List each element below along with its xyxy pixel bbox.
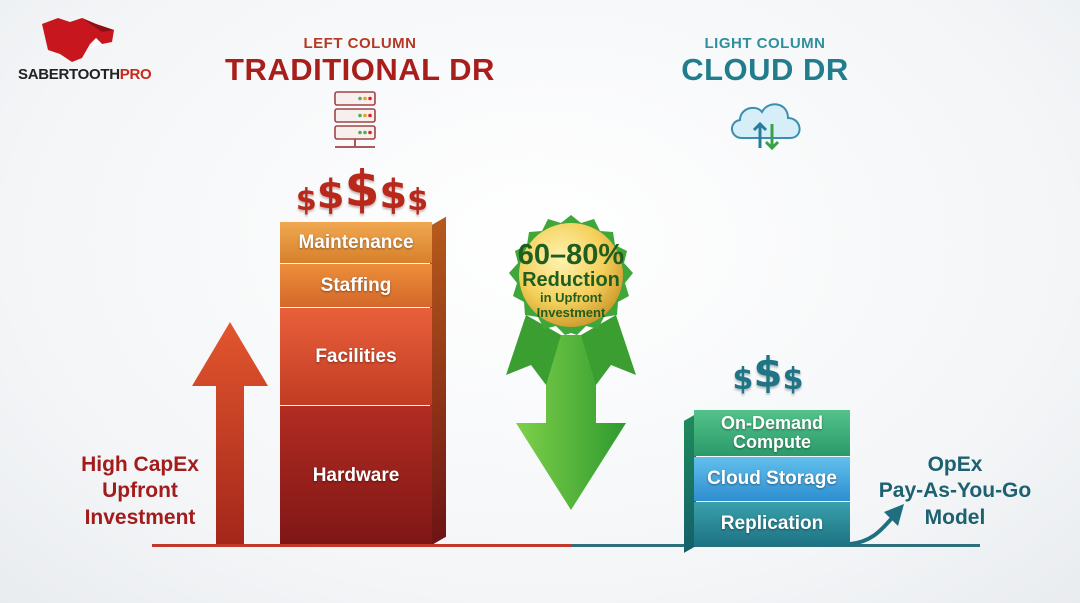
- right-subtitle: LIGHT COLUMN: [704, 35, 826, 52]
- badge-line: Investment: [536, 304, 606, 320]
- dollar-sign: $: [295, 183, 317, 218]
- down-arrow: [506, 215, 636, 510]
- caption-line: OpEx: [927, 453, 983, 476]
- trend-arrow: [849, 504, 904, 546]
- badge-line: in Upfront: [539, 290, 603, 306]
- dollar-sign: $: [316, 172, 345, 218]
- dollar-sign: $: [379, 172, 408, 218]
- left-cost-symbols: $ $ $ $ $: [282, 160, 442, 218]
- up-arrow: [192, 322, 268, 546]
- brand-name: SABERTOOTHPRO: [18, 66, 152, 83]
- stack-block-maintenance: Maintenance: [280, 222, 432, 263]
- badge-percent: 60–80%: [517, 239, 625, 271]
- savings-badge: 60–80% Reduction in Upfront Investment: [506, 240, 636, 320]
- left-title: TRADITIONAL DR: [225, 52, 495, 87]
- dollar-sign: $: [344, 160, 380, 218]
- right-caption: OpEx Pay-As-You-Go Model: [860, 452, 1050, 531]
- right-cost-symbols: $ $ $: [718, 348, 818, 397]
- stack-block-compute: On-Demand Compute: [694, 410, 850, 456]
- dollar-sign: $: [732, 362, 754, 397]
- left-subtitle: LEFT COLUMN: [303, 35, 417, 52]
- stack-block-hardware: Hardware: [280, 406, 432, 546]
- left-caption: High CapEx Upfront Investment: [60, 452, 220, 531]
- badge-line: Reduction: [522, 269, 620, 292]
- stack-block-storage: Cloud Storage: [694, 457, 850, 501]
- dollar-sign: $: [753, 348, 783, 397]
- caption-line: Model: [924, 505, 986, 529]
- server-rack-icon: [334, 91, 376, 148]
- caption-line: Pay-As-You-Go: [878, 479, 1032, 503]
- dollar-sign: $: [407, 183, 429, 218]
- stack-block-replication: Replication: [694, 502, 850, 546]
- left-stack-side: [430, 216, 446, 546]
- sabertooth-logo: [42, 18, 114, 62]
- dollar-sign: $: [782, 362, 804, 397]
- stack-block-staffing: Staffing: [280, 264, 432, 307]
- baseline-left: [152, 544, 572, 547]
- caption-line: High CapEx: [81, 453, 199, 476]
- cloud-sync-icon: [731, 103, 801, 151]
- caption-line: Upfront: [102, 479, 178, 503]
- stack-block-facilities: Facilities: [280, 308, 432, 405]
- caption-line: Investment: [84, 505, 196, 529]
- right-title: CLOUD DR: [681, 52, 849, 87]
